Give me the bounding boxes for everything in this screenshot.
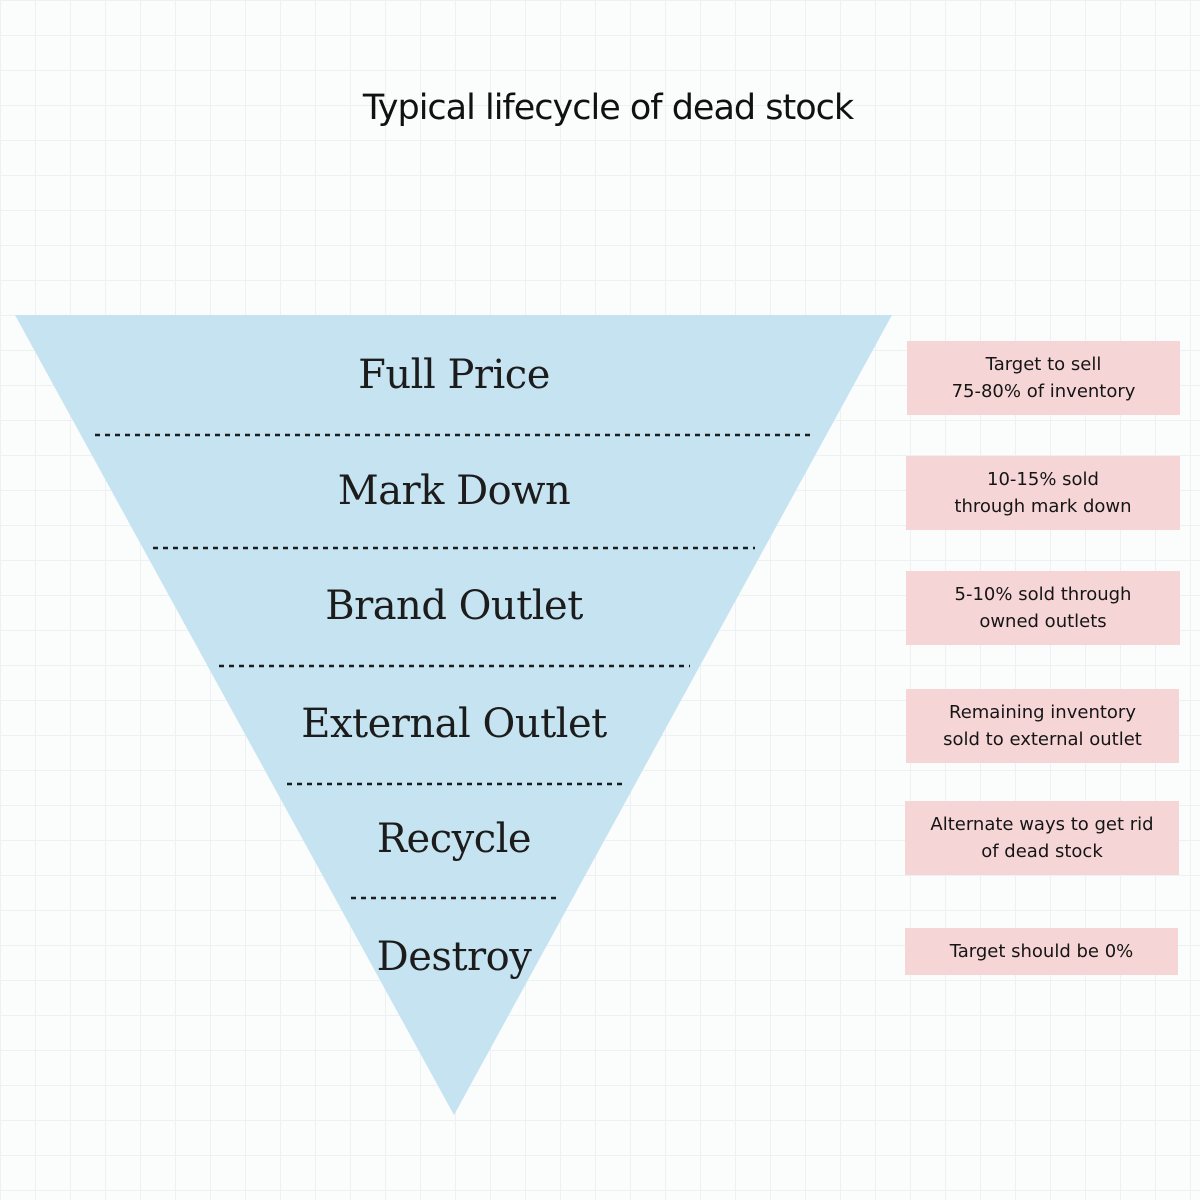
note-mark-down-text: 10-15% sold through mark down (954, 469, 1132, 517)
stage-destroy: Destroy (376, 934, 532, 980)
note-brand-outlet-text: 5-10% sold through owned outlets (954, 584, 1132, 632)
stage-brand-outlet: Brand Outlet (325, 583, 583, 629)
note-recycle-text: Alternate ways to get rid of dead stock (930, 814, 1154, 862)
funnel-triangle (15, 315, 892, 1115)
note-recycle: Alternate ways to get rid of dead stock (905, 801, 1179, 875)
note-destroy: Target should be 0% (905, 928, 1178, 975)
note-destroy-text: Target should be 0% (949, 941, 1134, 962)
note-full-price-text: Target to sell 75-80% of inventory (951, 354, 1136, 402)
note-mark-down: 10-15% sold through mark down (906, 456, 1180, 530)
stage-full-price: Full Price (358, 352, 550, 398)
stage-recycle: Recycle (376, 816, 532, 862)
note-external-outlet: Remaining inventory sold to external out… (906, 689, 1179, 763)
stage-external-outlet: External Outlet (301, 701, 607, 747)
note-full-price: Target to sell 75-80% of inventory (907, 341, 1180, 415)
diagram-title: Typical lifecycle of dead stock (362, 88, 854, 128)
stage-mark-down: Mark Down (337, 468, 571, 514)
note-external-outlet-text: Remaining inventory sold to external out… (943, 702, 1142, 750)
note-brand-outlet: 5-10% sold through owned outlets (906, 571, 1180, 645)
